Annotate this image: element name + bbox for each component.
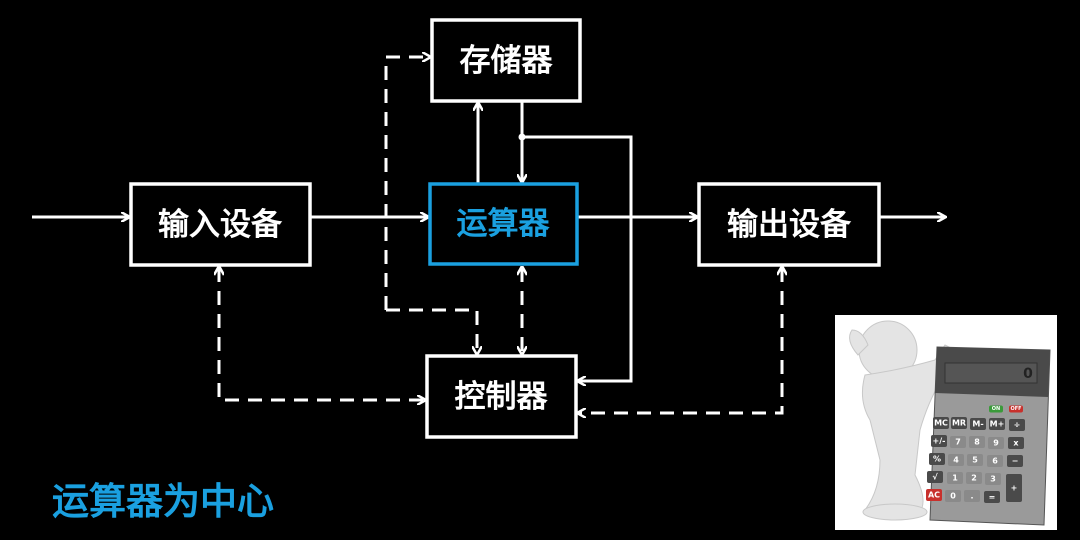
key-k5 xyxy=(967,454,983,466)
calculator-display xyxy=(944,362,1038,384)
key-label-k9: 9 xyxy=(993,439,999,448)
key-sub xyxy=(1007,455,1023,467)
key-sqrt xyxy=(927,471,943,483)
key-label-dot: . xyxy=(970,492,973,501)
key-label-on: ON xyxy=(992,406,1000,412)
display-value: 0 xyxy=(1023,366,1033,382)
node-input-label: 输入设备 xyxy=(158,207,283,243)
node-output-label: 输出设备 xyxy=(727,207,852,243)
key-label-off: OFF xyxy=(1010,406,1021,412)
key-pm xyxy=(931,435,947,447)
key-k6 xyxy=(987,455,1003,467)
key-mc xyxy=(933,417,949,429)
key-label-eq: = xyxy=(989,493,996,502)
key-label-sub: − xyxy=(1012,457,1019,466)
node-control-label: 控制器 xyxy=(455,379,549,415)
key-label-div: ÷ xyxy=(1014,421,1021,430)
key-ac xyxy=(926,489,942,501)
key-label-k1: 1 xyxy=(952,474,958,483)
slide-title: 运算器为中心 xyxy=(52,480,274,523)
key-k2 xyxy=(966,472,982,484)
dashed-control-to-memory xyxy=(384,57,430,310)
key-label-pct: % xyxy=(933,455,941,464)
key-eq xyxy=(984,491,1000,503)
key-div xyxy=(1009,419,1025,431)
node-alu: 运算器 xyxy=(428,182,579,266)
key-label-sqrt: √ xyxy=(932,473,938,482)
key-mplus xyxy=(989,418,1005,430)
key-label-k0: 0 xyxy=(950,492,956,501)
key-k1 xyxy=(947,472,963,484)
dashed-output-control xyxy=(578,268,782,413)
key-label-k6: 6 xyxy=(992,457,998,466)
key-k7 xyxy=(950,436,966,448)
key-label-mminus: M- xyxy=(972,420,983,429)
node-alu-label: 运算器 xyxy=(457,206,551,242)
key-label-k4: 4 xyxy=(953,456,959,465)
key-dot xyxy=(964,490,980,502)
node-memory-label: 存储器 xyxy=(460,43,554,79)
key-label-k2: 2 xyxy=(971,474,977,483)
key-label-mc: MC xyxy=(934,419,948,428)
key-on xyxy=(989,405,1003,413)
dashed-to-control-from-left xyxy=(386,308,477,354)
key-k4 xyxy=(948,454,964,466)
key-mr xyxy=(951,417,967,429)
key-label-k5: 5 xyxy=(972,456,978,465)
key-pct xyxy=(929,453,945,465)
calculator-keypad: ON OFF MC MR M- M+ ÷ +/- 7 8 9 x% 4 5 6 − √ 1 2 3 + AC 0. = xyxy=(926,405,1025,503)
figure-person-icon xyxy=(849,320,956,521)
key-k3 xyxy=(985,473,1001,485)
key-add xyxy=(1006,474,1022,502)
node-input-device: 输入设备 xyxy=(129,182,312,267)
node-control: 控制器 xyxy=(425,354,578,439)
key-off xyxy=(1009,405,1023,413)
key-label-k3: 3 xyxy=(990,475,996,484)
key-label-pm: +/- xyxy=(933,437,946,446)
key-k0 xyxy=(945,490,961,502)
key-mul xyxy=(1008,437,1024,449)
key-label-k7: 7 xyxy=(955,438,961,447)
key-label-mplus: M+ xyxy=(990,420,1005,429)
key-label-add: + xyxy=(1011,484,1018,493)
key-mminus xyxy=(970,418,986,430)
key-k9 xyxy=(988,437,1004,449)
dashed-input-control xyxy=(219,268,425,400)
node-output-device: 输出设备 xyxy=(697,182,881,267)
key-label-mr: MR xyxy=(952,419,966,428)
key-label-ac: AC xyxy=(928,491,940,500)
key-label-k8: 8 xyxy=(974,438,980,447)
key-label-mul: x xyxy=(1013,439,1019,448)
node-memory: 存储器 xyxy=(430,18,582,103)
key-k8 xyxy=(969,436,985,448)
